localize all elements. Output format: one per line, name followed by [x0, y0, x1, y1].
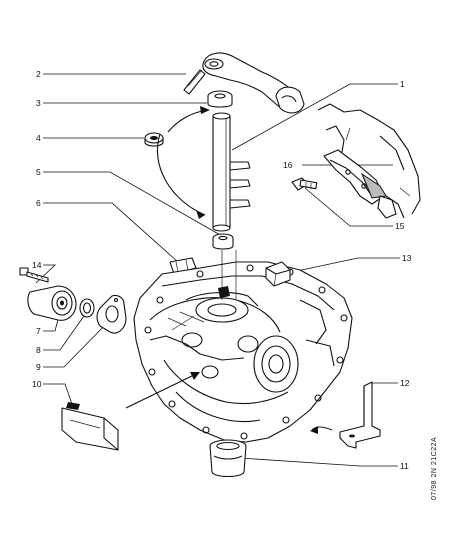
mounting-plate — [96, 294, 127, 334]
upper-bush — [207, 90, 233, 108]
clamp-bolt — [291, 177, 318, 191]
o-ring — [79, 298, 95, 318]
callout-13: 13 — [402, 253, 412, 263]
speedo-bolt — [19, 267, 49, 283]
support-bracket — [310, 381, 381, 449]
selector-lever — [202, 52, 305, 114]
callout-14: 14 — [32, 260, 42, 270]
callout-12: 12 — [400, 378, 410, 388]
callout-6: 6 — [36, 198, 41, 208]
alignment-lines — [221, 250, 237, 300]
guide-sleeve — [209, 439, 247, 478]
callout-1: 1 — [400, 79, 405, 89]
cover-arrow — [125, 372, 200, 409]
clamp-assembly — [317, 103, 421, 219]
callout-11: 11 — [400, 461, 409, 471]
inspection-cover — [61, 402, 119, 451]
callout-3: 3 — [36, 98, 41, 108]
gearbox-housing — [133, 261, 353, 443]
callout-9: 9 — [36, 362, 41, 372]
leader-lines — [35, 73, 400, 467]
callout-labels: 2 3 4 5 6 14 7 8 9 10 1 16 15 13 12 11 — [32, 69, 412, 471]
speedometer-drive — [27, 285, 77, 321]
callout-5: 5 — [36, 167, 41, 177]
callout-15: 15 — [395, 221, 405, 231]
reference-code: 07/98 2N 21C22A — [431, 437, 438, 500]
lower-bush — [212, 233, 234, 250]
callout-7: 7 — [36, 326, 41, 336]
callout-8: 8 — [36, 345, 41, 355]
retaining-clip — [169, 257, 197, 275]
shaft-seal — [144, 132, 164, 147]
selector-shaft — [212, 112, 251, 232]
callout-10: 10 — [32, 379, 42, 389]
callout-16: 16 — [283, 160, 293, 170]
callout-2: 2 — [36, 69, 41, 79]
callout-4: 4 — [36, 133, 41, 143]
housing-cap — [265, 261, 291, 287]
roll-pin — [183, 69, 206, 95]
assembly-arrow — [156, 106, 210, 219]
